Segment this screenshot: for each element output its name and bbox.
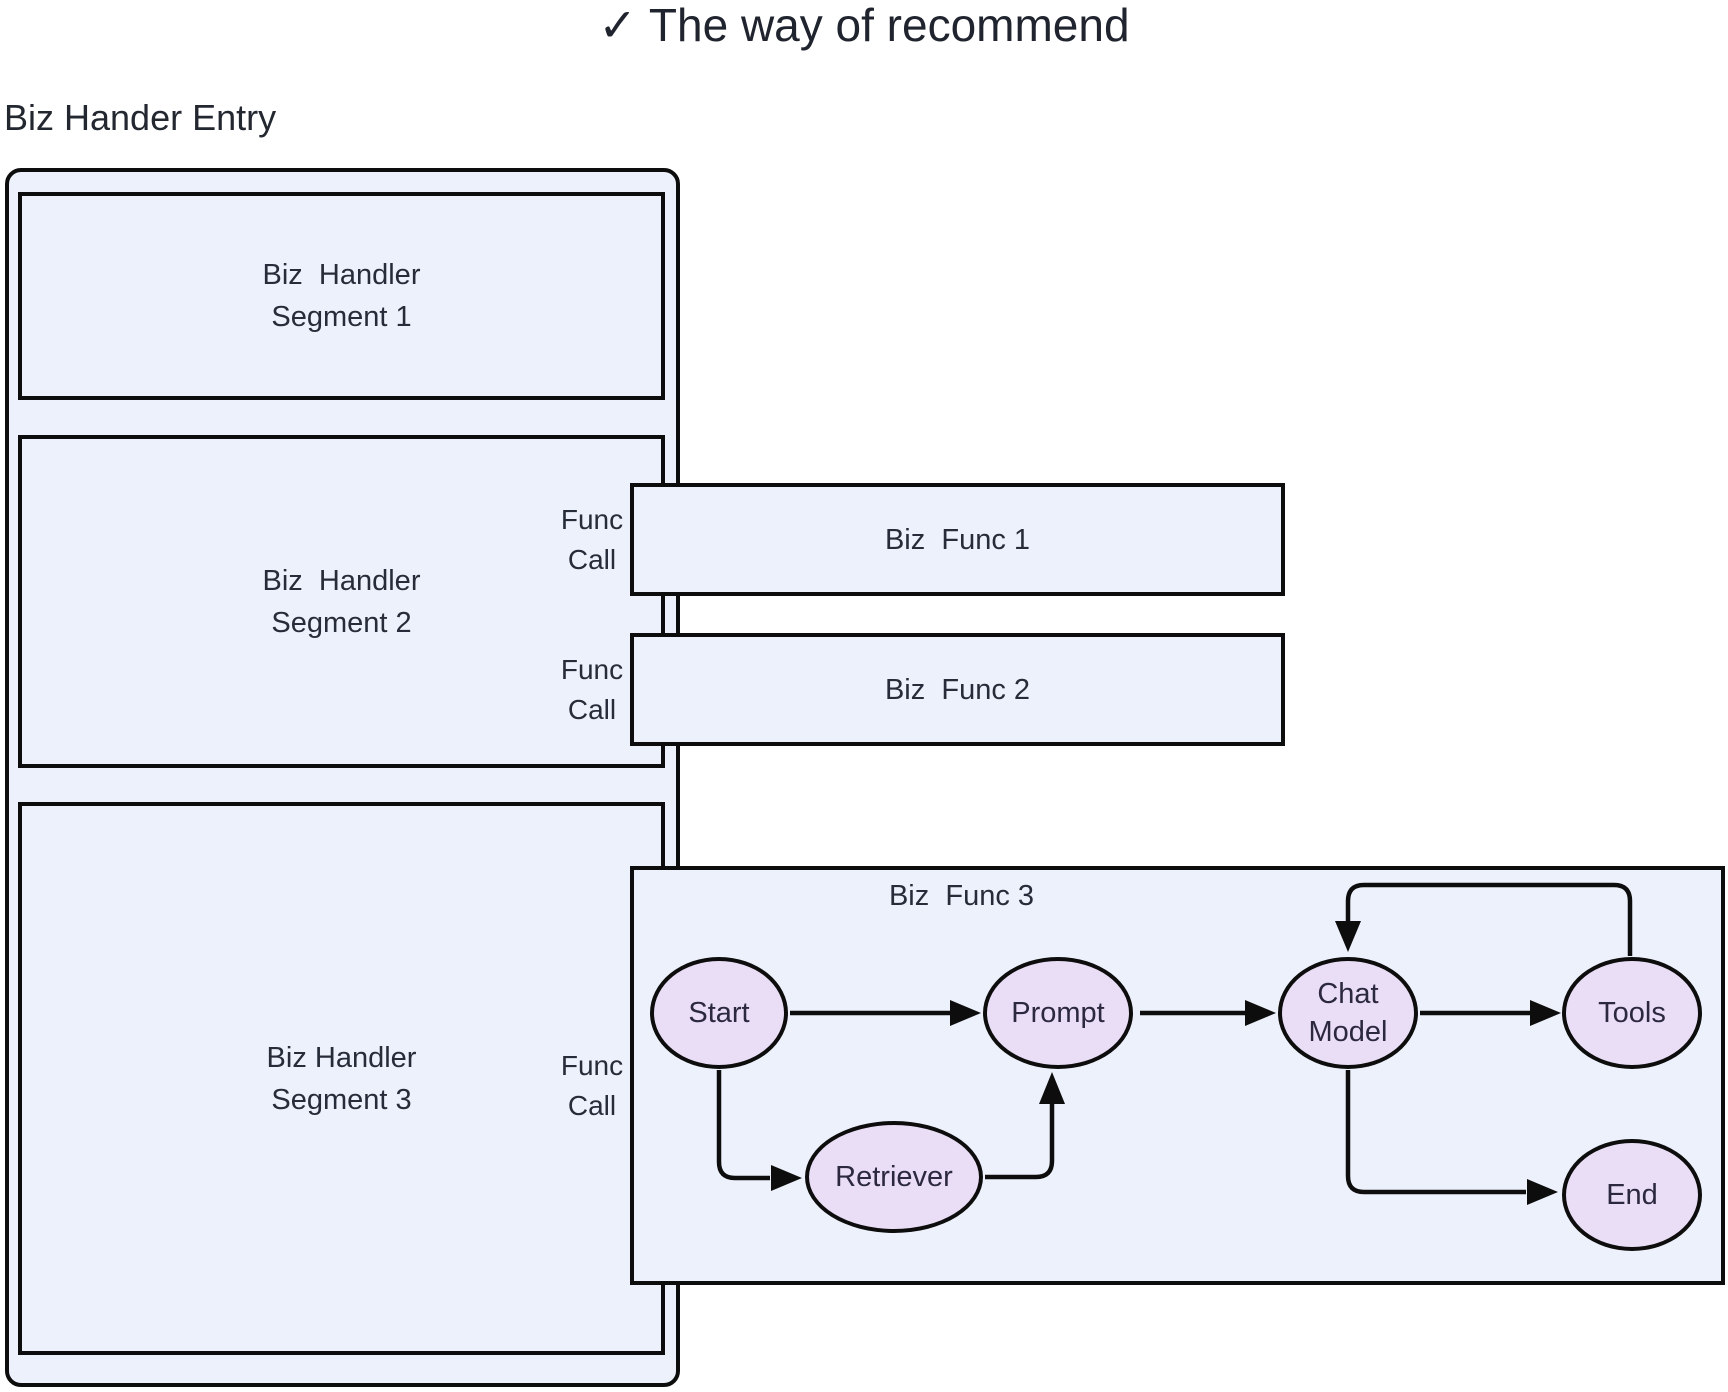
node-retriever: Retriever xyxy=(805,1121,983,1233)
biz-func-1-label: Biz Func 1 xyxy=(884,523,1031,556)
node-tools: Tools xyxy=(1562,957,1702,1069)
node-prompt: Prompt xyxy=(983,957,1133,1069)
node-chat-model: Chat Model xyxy=(1278,957,1418,1069)
node-start: Start xyxy=(650,957,788,1069)
biz-func-1-box: Biz Func 1 xyxy=(630,483,1285,596)
biz-func-2-box: Biz Func 2 xyxy=(630,633,1285,746)
entry-label: Biz Hander Entry xyxy=(4,97,277,138)
biz-func-3-label: Biz Func 3 xyxy=(888,880,1035,912)
segment-3-label: Biz Handler Segment 3 xyxy=(266,1041,417,1116)
biz-func-3-box: Biz Func 3 xyxy=(630,866,1725,1285)
node-end: End xyxy=(1562,1139,1702,1251)
segment-1-box: Biz Handler Segment 1 xyxy=(18,192,665,400)
func-call-label-3: Func Call xyxy=(560,1050,624,1121)
segment-2-label: Biz Handler Segment 2 xyxy=(262,564,421,639)
biz-func-2-label: Biz Func 2 xyxy=(884,673,1031,706)
segment-1-label: Biz Handler Segment 1 xyxy=(262,259,421,333)
func-call-label-1: Func Call xyxy=(560,504,624,575)
page-title: ✓ The way of recommend xyxy=(598,0,1130,51)
segment-2-box: Biz Handler Segment 2 xyxy=(18,435,665,768)
func-call-label-2: Func Call xyxy=(560,654,624,725)
